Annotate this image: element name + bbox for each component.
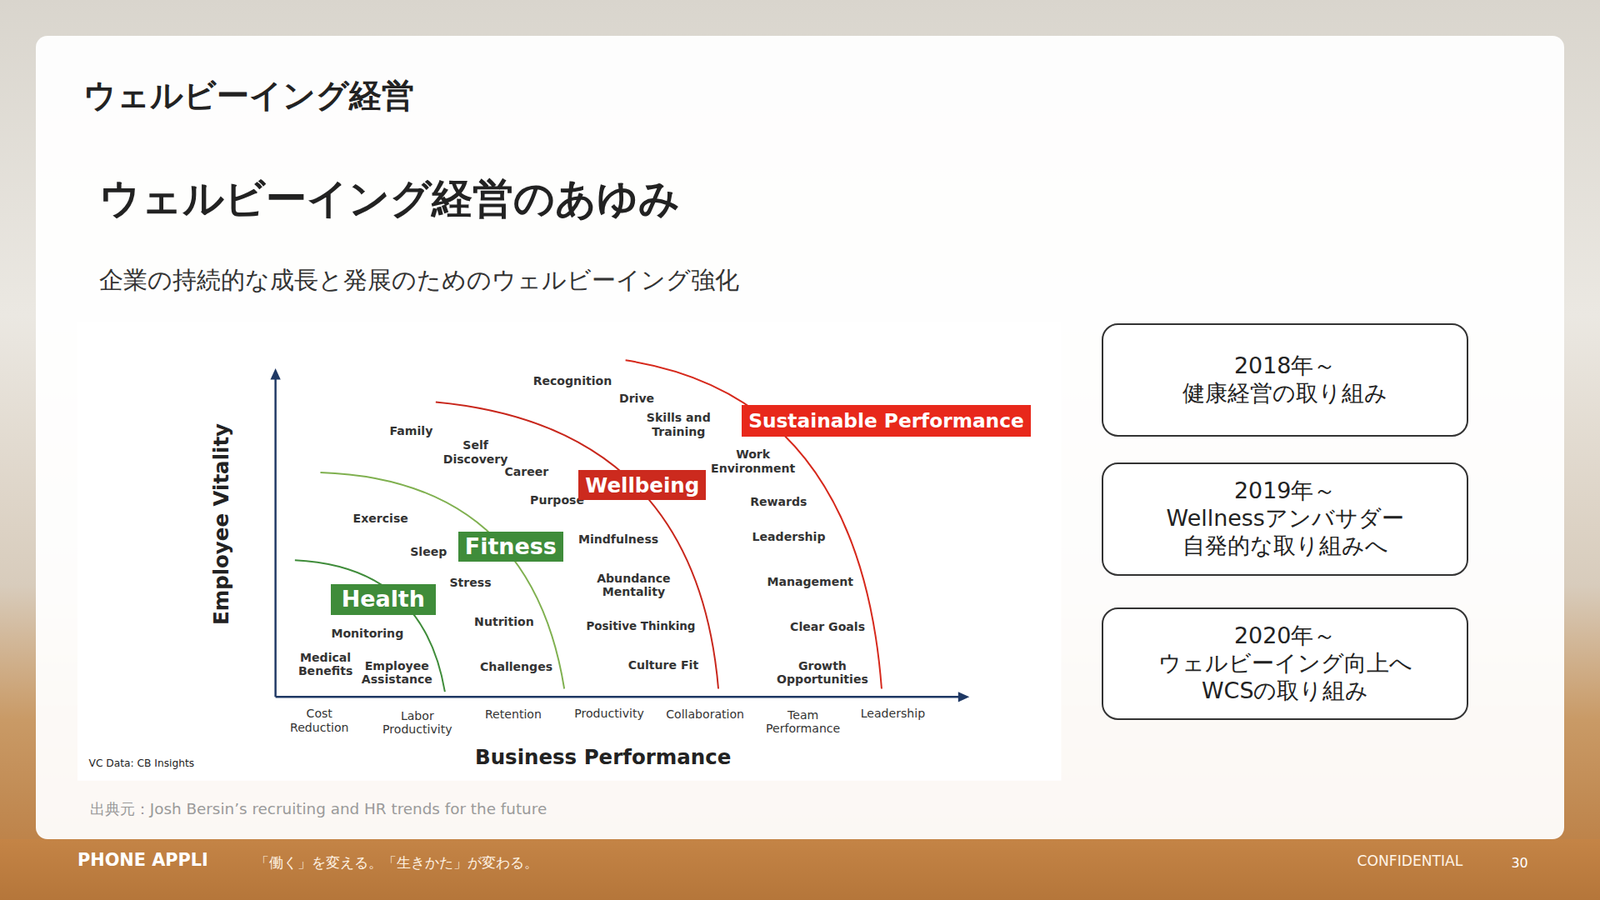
chart-label: Skills and Training <box>645 410 713 438</box>
chart-label: Clear Goals <box>790 619 865 634</box>
x-axis <box>275 695 960 698</box>
axis-arrowhead <box>270 368 280 380</box>
slide-heading: ウェルビーイング経営のあゆみ <box>99 174 680 224</box>
footer-text: PHONE APPLI <box>77 850 209 871</box>
slide-title: ウェルビーイング経営 <box>83 76 415 116</box>
milestone-box: 2019年～ Wellnessアンバサダー 自発的な取り組みへ <box>1101 462 1469 576</box>
chart-label: Work Environment <box>691 447 815 475</box>
chart-ground <box>77 321 1061 781</box>
node-text: Fitness <box>465 533 557 560</box>
stage-label-box: Wellbeing <box>578 470 706 500</box>
chart-label: Abundance Mentality <box>572 570 695 598</box>
chart-label: Employee Assistance <box>345 659 448 686</box>
chart-label: Management <box>766 575 854 590</box>
chart-label: Collaboration <box>665 707 745 722</box>
chart-label: Culture Fit <box>628 658 700 673</box>
chart-label: VC Data: CB Insights <box>89 757 195 770</box>
source-note: 出典元：Josh Bersin’s recruiting and HR tren… <box>90 800 547 819</box>
chart-label: Leadership <box>860 705 925 720</box>
chart-label: Mindfulness <box>578 531 659 546</box>
chart-label: Sleep <box>410 545 447 560</box>
chart-label: Purpose <box>530 493 585 508</box>
y-axis <box>274 377 276 697</box>
node-text: 2019年～ Wellnessアンバサダー 自発的な取り組みへ <box>1103 477 1467 560</box>
chart-label: Recognition <box>533 373 613 388</box>
chart-label: Stress <box>449 575 491 590</box>
chart-label: Exercise <box>353 511 409 526</box>
chart-label: Business Performance <box>475 745 731 770</box>
chart-label: Rewards <box>750 495 807 510</box>
chart-label: Growth Opportunities <box>750 659 894 686</box>
chart-label: Labor Productivity <box>366 709 469 736</box>
node-text: Wellbeing <box>585 473 700 498</box>
chart-label: Leadership <box>752 530 826 545</box>
chart-label: Productivity <box>574 705 644 720</box>
chart-label: Positive Thinking <box>585 620 695 634</box>
chart-label: Monitoring <box>330 626 404 641</box>
chart-label: Career <box>504 464 549 479</box>
node-text: 2020年～ ウェルビーイング向上へ WCSの取り組み <box>1103 622 1467 705</box>
chart-label: Cost Reduction <box>268 706 370 734</box>
milestone-box: 2020年～ ウェルビーイング向上へ WCSの取り組み <box>1101 607 1469 721</box>
stage-label-box: Health <box>330 584 436 615</box>
footer-bar <box>0 839 1600 900</box>
footer-text: 「働く」を変える。「生きかた」が変わる。 <box>255 853 539 871</box>
node-text: Sustainable Performance <box>748 409 1024 433</box>
chart-label: Employee Vitality <box>209 423 234 625</box>
node-text: 2018年～ 健康経営の取り組み <box>1103 352 1467 408</box>
chart-label: Self Discovery <box>414 438 537 465</box>
footer-text: CONFIDENTIAL <box>1357 852 1464 870</box>
node-text: Health <box>341 585 425 613</box>
stage-label-box: Sustainable Performance <box>741 405 1031 437</box>
chart-label: Challenges <box>480 659 553 674</box>
chart-label: Team Performance <box>751 708 854 735</box>
stage-label-box: Fitness <box>458 531 564 562</box>
fitness-curve <box>320 472 565 690</box>
chart-label: Family <box>390 423 434 438</box>
chart-label: Nutrition <box>474 614 535 629</box>
chart-label: Retention <box>485 707 542 722</box>
footer-text: 30 <box>1510 855 1528 871</box>
chart-label: Medical Benefits <box>274 650 376 678</box>
milestone-box: 2018年～ 健康経営の取り組み <box>1101 323 1469 437</box>
axis-arrowhead <box>958 691 970 702</box>
slide-heading: 企業の持続的な成長と発展のためのウェルビーイング強化 <box>99 265 740 295</box>
chart-label: Drive <box>619 390 655 405</box>
